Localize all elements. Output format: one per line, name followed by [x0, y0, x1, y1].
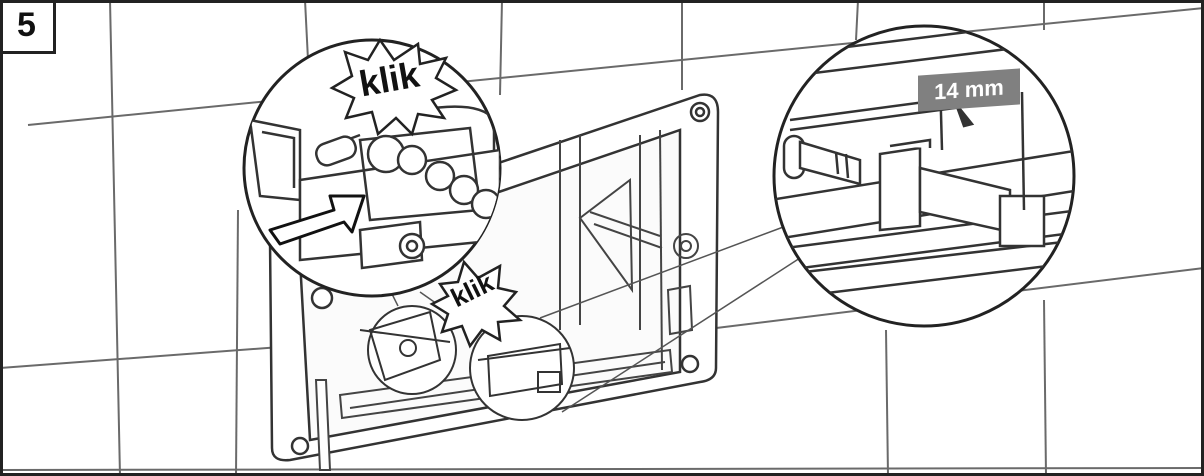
dimension-text: 14 mm [934, 74, 1004, 105]
step-number: 5 [17, 6, 36, 44]
insert-arrow-icon [268, 194, 366, 246]
step-number-badge: 5 [0, 0, 56, 54]
klik-burst-bottom [429, 259, 524, 349]
dimension-label: 14 mm [918, 68, 1020, 112]
detail-marker-left [359, 305, 457, 395]
magnified-view-right [772, 24, 1076, 328]
detail-marker-right [469, 315, 575, 421]
klik-burst-top [329, 37, 459, 137]
